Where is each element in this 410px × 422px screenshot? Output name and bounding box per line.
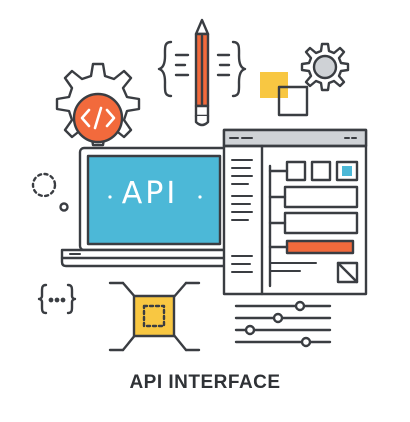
gear-icon [55,62,141,147]
pencil-icon [194,18,210,127]
chip-icon [108,281,201,352]
dotted-circle-icon [31,172,69,212]
small-gear-icon [300,42,350,92]
screen-api-label: API [121,176,179,211]
illustration-caption: API INTERFACE [129,372,281,393]
layers-icon [260,72,309,117]
braces-dots-icon [37,283,77,315]
curly-braces-icon [157,40,247,98]
laptop-icon [60,146,248,268]
code-icon [72,92,124,144]
sliders-icon [234,300,332,348]
browser-window-icon [222,128,368,296]
